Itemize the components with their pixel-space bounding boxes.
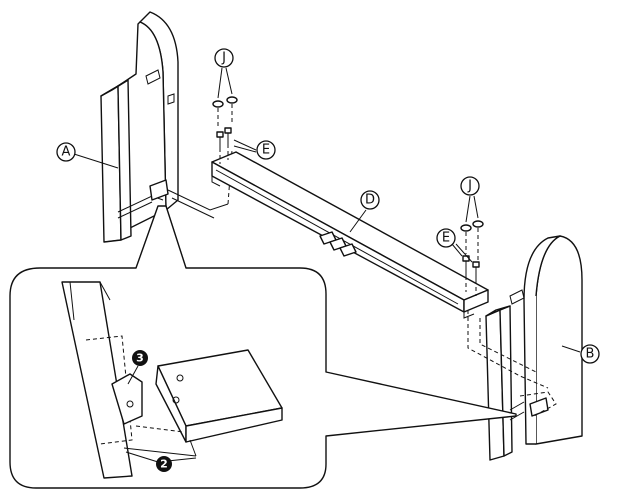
svg-text:J: J <box>467 179 472 194</box>
screws-left <box>216 127 257 164</box>
svg-text:A: A <box>62 145 71 160</box>
label-E-left: E <box>256 140 276 160</box>
svg-text:D: D <box>365 193 375 208</box>
left-side-panel <box>100 11 233 243</box>
label-B: B <box>561 344 600 364</box>
callout-3: 3 <box>127 350 148 385</box>
right-side-panel <box>467 235 583 461</box>
zoom-callout <box>9 205 517 489</box>
washers-left <box>212 67 238 128</box>
label-A: A <box>56 142 119 169</box>
label-D: D <box>349 190 380 233</box>
cross-beam <box>211 151 489 319</box>
washers-right <box>460 195 484 260</box>
svg-text:E: E <box>442 231 450 246</box>
callout-2: 2 <box>125 451 197 472</box>
svg-text:B: B <box>586 347 595 362</box>
screws-right <box>451 243 480 296</box>
label-E-right: E <box>436 228 456 248</box>
label-J-left: J <box>214 48 234 68</box>
svg-text:J: J <box>221 51 226 66</box>
svg-text:2: 2 <box>160 458 168 471</box>
svg-text:3: 3 <box>136 352 144 365</box>
svg-text:E: E <box>262 143 270 158</box>
label-J-right: J <box>460 176 480 196</box>
